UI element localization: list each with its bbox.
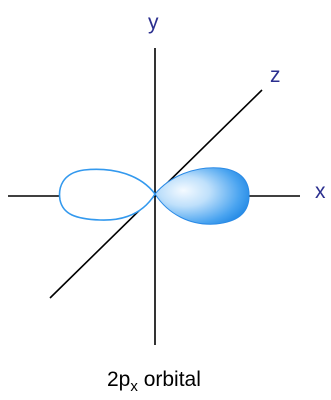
caption-suffix: orbital <box>138 368 201 391</box>
z-axis-label: z <box>270 64 281 87</box>
orbital-caption: 2px orbital <box>107 368 201 395</box>
caption-subscript: x <box>130 378 138 395</box>
orbital-lobe-positive <box>154 167 250 225</box>
x-axis-label: x <box>315 180 326 203</box>
y-axis-label: y <box>148 11 159 34</box>
orbital-lobe-negative <box>58 168 156 221</box>
caption-prefix: 2p <box>107 368 130 391</box>
